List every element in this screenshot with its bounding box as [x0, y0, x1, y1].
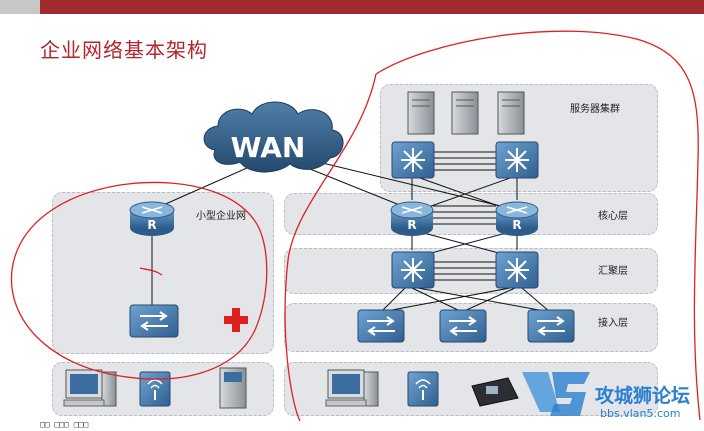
- watermark-brand: 攻城狮论坛: [595, 385, 691, 407]
- pc-icon: [63, 369, 117, 407]
- top-bar: [0, 0, 704, 14]
- small-router-letter: R: [147, 218, 156, 232]
- core-layer-panel: [284, 193, 658, 235]
- wireless-ap-icon: [407, 371, 439, 407]
- wan-cloud-icon: [203, 101, 344, 173]
- server-switch-right-icon: [495, 141, 539, 179]
- vlan5-logo-icon: [522, 372, 590, 416]
- core-router-left-icon: [390, 201, 434, 236]
- wan-label: WAN: [231, 131, 306, 164]
- server-switch-left-icon: [391, 141, 435, 179]
- small-router-icon: [129, 201, 175, 236]
- core-router-left-letter: R: [407, 218, 416, 232]
- top-bar-notch: [0, 0, 40, 14]
- access-layer-label: 接入层: [598, 318, 628, 329]
- access-switch-icon: [439, 309, 487, 343]
- aggregation-switch-left-icon: [391, 251, 435, 289]
- watermark-url: bbs.vlan5.com: [600, 407, 681, 420]
- core-router-right-icon: [495, 201, 539, 236]
- pc-icon: [325, 369, 379, 407]
- wireless-ap-icon: [139, 371, 171, 407]
- access-switch-icon: [527, 309, 575, 343]
- core-router-right-letter: R: [512, 218, 521, 232]
- small-switch-icon: [129, 304, 179, 338]
- aggregation-layer-panel: [284, 248, 658, 294]
- red-annotation: [10, 30, 701, 422]
- slide-footer: □□ □□□ □□□: [40, 420, 89, 429]
- ip-phone-icon: [471, 377, 519, 407]
- server-icon: [497, 91, 525, 135]
- slide-title: 企业网络基本架构: [40, 38, 208, 62]
- server-icon: [451, 91, 479, 135]
- aggregation-layer-label: 汇聚层: [598, 266, 628, 277]
- core-layer-label: 核心层: [598, 211, 628, 222]
- server-cluster-label: 服务器集群: [570, 104, 620, 115]
- access-switch-icon: [357, 309, 405, 343]
- server-tower-icon: [219, 367, 247, 409]
- server-icon: [407, 91, 435, 135]
- small-enterprise-label: 小型企业网: [196, 211, 246, 222]
- aggregation-switch-right-icon: [495, 251, 539, 289]
- links: [151, 151, 551, 313]
- red-cross-icon: [224, 308, 248, 332]
